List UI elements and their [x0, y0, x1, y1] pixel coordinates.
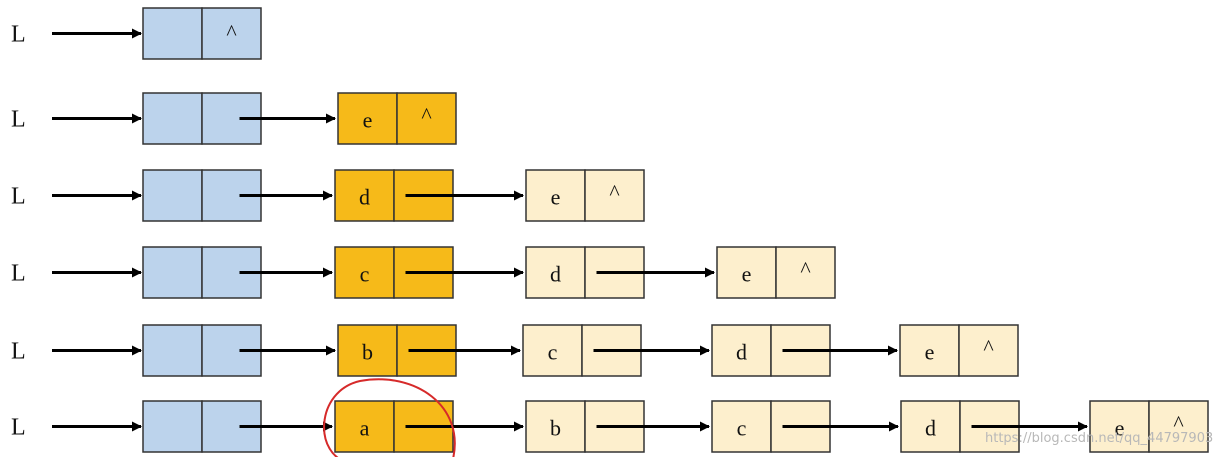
node-data-cell: [525, 169, 586, 222]
highlight-circle: [323, 378, 456, 457]
head-node-data-cell: [142, 324, 203, 377]
node-data-cell: [716, 246, 777, 299]
node-data-cell: [337, 324, 398, 377]
node-value-c: c: [548, 340, 558, 365]
head-node-data-cell: [142, 246, 203, 299]
head-node-data-cell: [142, 7, 203, 60]
head-node-next-cell: [201, 7, 262, 60]
node-value-e: e: [925, 340, 935, 365]
watermark-text: https://blog.csdn.net/qq_44797903: [985, 431, 1213, 446]
node-value-d: d: [359, 185, 370, 210]
node-value-a: a: [360, 416, 370, 441]
node-data-cell: [522, 324, 583, 377]
node-value-e: e: [1115, 416, 1125, 441]
null-pointer-symbol: ^: [1173, 411, 1184, 436]
null-pointer-symbol: ^: [800, 257, 811, 282]
node-value-c: c: [737, 416, 747, 441]
node-data-cell: [337, 92, 398, 145]
node-next-cell: [775, 246, 836, 299]
head-node-data-cell: [142, 400, 203, 453]
node-next-cell: [958, 324, 1019, 377]
node-value-b: b: [550, 416, 561, 441]
node-value-d: d: [736, 340, 747, 365]
node-next-cell: [1148, 400, 1209, 453]
node-value-e: e: [742, 262, 752, 287]
list-label: L: [11, 107, 26, 133]
head-node-data-cell: [142, 92, 203, 145]
node-data-cell: [1089, 400, 1150, 453]
list-label: L: [11, 261, 26, 287]
node-data-cell: [334, 400, 395, 453]
list-label: L: [11, 184, 26, 210]
null-pointer-symbol: ^: [609, 180, 620, 205]
node-next-cell: [584, 169, 645, 222]
null-pointer-symbol: ^: [226, 20, 237, 45]
node-data-cell: [525, 400, 586, 453]
node-data-cell: [711, 400, 772, 453]
node-value-b: b: [362, 340, 373, 365]
node-data-cell: [899, 324, 960, 377]
node-value-e: e: [551, 185, 561, 210]
node-value-e: e: [363, 108, 373, 133]
null-pointer-symbol: ^: [983, 335, 994, 360]
node-data-cell: [334, 246, 395, 299]
list-label: L: [11, 415, 26, 441]
node-data-cell: [525, 246, 586, 299]
list-row-0: L^: [11, 7, 262, 60]
node-value-c: c: [360, 262, 370, 287]
list-label: L: [11, 339, 26, 365]
node-value-d: d: [550, 262, 561, 287]
list-label: L: [11, 22, 26, 48]
head-node-data-cell: [142, 169, 203, 222]
node-next-cell: [396, 92, 457, 145]
null-pointer-symbol: ^: [421, 103, 432, 128]
node-value-d: d: [925, 416, 936, 441]
